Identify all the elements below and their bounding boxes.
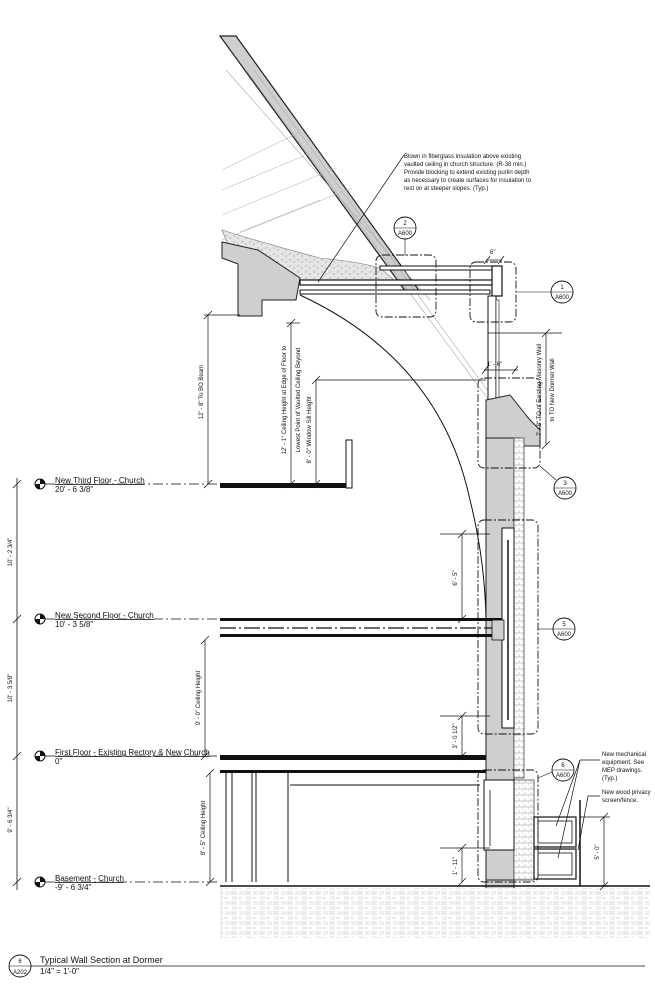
dim-six-five: 6' - 5": [453, 570, 459, 585]
dim-eleven: 1' - 11": [453, 857, 459, 875]
first-floor-slab: [220, 755, 486, 773]
svg-text:3: 3: [563, 481, 567, 487]
level-name-basement: Basement - Church: [55, 874, 124, 883]
svg-text:A600: A600: [556, 773, 571, 779]
callout-2[interactable]: 2 A600: [393, 216, 417, 256]
note-leaders: [555, 759, 600, 859]
dim-sill: 8' - 0" Window Sill Height: [307, 396, 313, 463]
insulation-note: Blown in fiberglass insulation above exi…: [404, 154, 533, 192]
dim-ceil-8: 8' - 5" Ceiling Height: [201, 801, 207, 856]
dim-three-half: 3' - 0 1/2": [453, 723, 459, 748]
level-marker-first: [34, 750, 46, 762]
level-name-third: New Third Floor - Church: [55, 476, 145, 485]
dim-one-six: 1' - 6": [487, 362, 502, 368]
level-lines: [45, 483, 220, 883]
dim-left-bot: 9' - 6 3/4": [8, 807, 14, 832]
svg-text:1: 1: [560, 285, 564, 291]
dim-bo-beam: 12' - 8" To BO Beam: [199, 365, 205, 419]
level-elev-basement: -9' - 6 3/4": [55, 883, 92, 892]
title-sheet-number: A202: [13, 970, 28, 976]
level-elev-third: 20' - 6 3/8": [55, 485, 93, 494]
dormer-roof: [299, 265, 503, 297]
svg-text:A600: A600: [398, 231, 413, 237]
svg-text:A600: A600: [558, 491, 573, 497]
dim-masonry-1: 7' - 8" TO of Existing Masonry Wall: [537, 344, 543, 436]
mechanical-note: New mechanical equipment. See MEP drawin…: [602, 752, 648, 782]
left-dimension-string: [12, 478, 22, 890]
dim-five: 5' - 0": [595, 844, 601, 859]
dim-ceiling-edge-1: 12' - 1" Ceiling Height at Edge of Floor…: [282, 345, 288, 454]
level-marker-basement: [34, 876, 46, 888]
vertical-dimensions: [200, 255, 610, 891]
dim-ceiling-edge-2: Lowest Point of Vaulted Ceiling Beyond: [296, 348, 302, 453]
level-elev-second: 10' - 3 5/8": [55, 620, 93, 629]
masonry-wall: [483, 437, 535, 925]
svg-text:6: 6: [561, 763, 565, 769]
level-name-second: New Second Floor - Church: [55, 611, 154, 620]
svg-text:A600: A600: [555, 295, 570, 301]
level-marker-second: [34, 613, 46, 625]
level-marker-third: [34, 478, 46, 490]
callout-1[interactable]: 1 A600: [516, 280, 574, 304]
title-scale: 1/4" = 1'-0": [40, 967, 79, 976]
earth-fill: [220, 888, 650, 938]
callout-5[interactable]: 5 A600: [538, 617, 576, 641]
existing-beam: [221, 241, 301, 317]
svg-text:2: 2: [403, 221, 407, 227]
level-elev-first: 0": [55, 757, 62, 766]
title-name: Typical Wall Section at Dormer: [40, 955, 163, 965]
privacy-note: New wood privacy screen/fence.: [602, 790, 652, 804]
dim-ceil-9: 9' - 0" Ceiling Height: [196, 671, 202, 726]
level-name-first: First Floor - Existing Rectory & New Chu…: [55, 748, 210, 757]
dim-left-top: 10' - 2 3/4": [8, 538, 14, 567]
third-floor-slab: [220, 439, 353, 489]
basement-partitions: [225, 773, 480, 882]
existing-roof: [218, 35, 497, 403]
drawing-title: 6 A202 Typical Wall Section at Dormer 1/…: [8, 954, 645, 978]
svg-text:A600: A600: [557, 632, 572, 638]
vaulted-ceiling-arc: [299, 294, 487, 621]
second-floor-slab: [220, 618, 505, 641]
dim-six-in: 6": [490, 250, 495, 256]
mechanical-units: [533, 800, 581, 886]
svg-text:5: 5: [562, 622, 566, 628]
title-detail-number: 6: [18, 959, 22, 965]
insulation-leader: [317, 154, 405, 283]
callout-6[interactable]: 6 A600: [537, 758, 575, 782]
dim-left-mid: 10' - 3 5/8": [8, 674, 14, 703]
callout-3[interactable]: 3 A600: [539, 465, 577, 500]
dim-masonry-2: to TO New Dormer Wall: [550, 358, 556, 421]
